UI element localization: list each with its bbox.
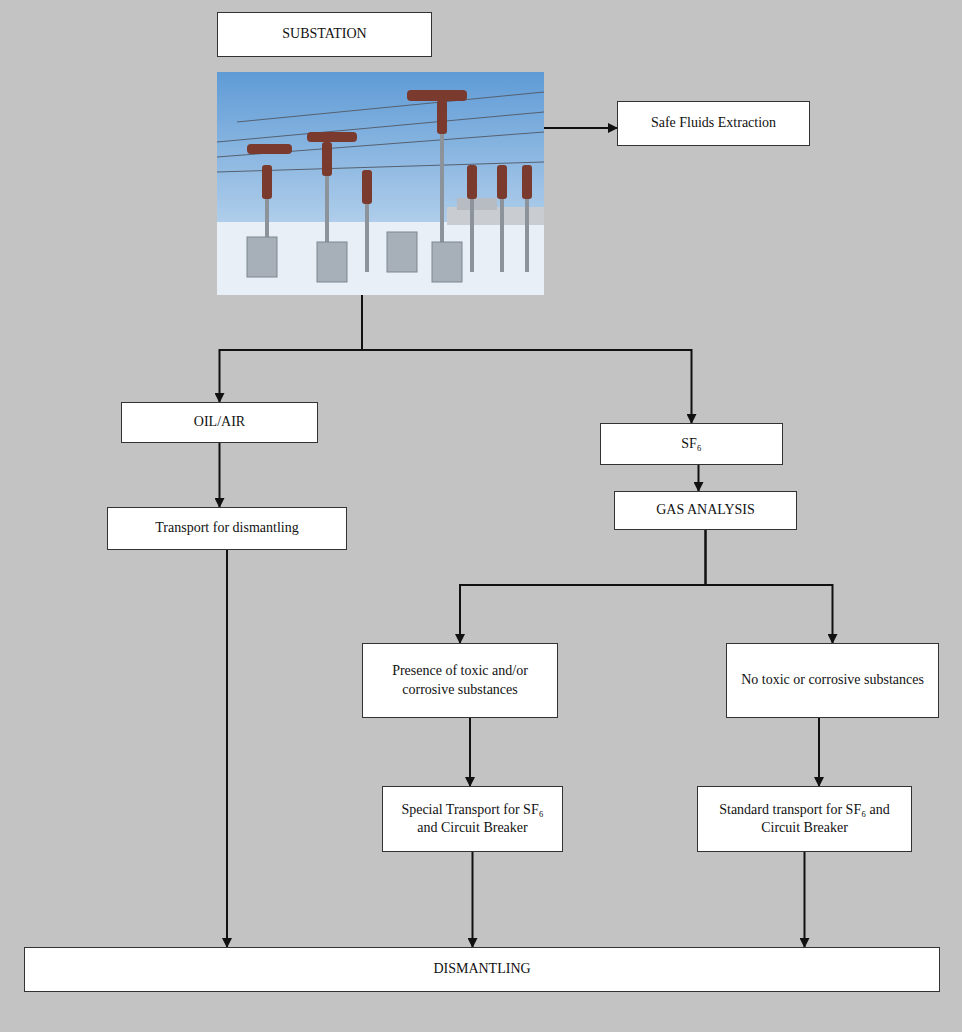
flow-arrow: [362, 295, 692, 423]
flow-arrow: [226, 550, 228, 947]
box-label: SF₆: [681, 435, 701, 453]
box-label: Safe Fluids Extraction: [651, 114, 776, 132]
box-label: Standard transport for SF₆ and Circuit B…: [706, 801, 903, 837]
flow-arrow: [460, 530, 706, 643]
process-box: Transport for dismantling: [107, 507, 347, 550]
flow-arrow: [698, 465, 700, 491]
box-label: OIL/AIR: [194, 413, 245, 431]
flow-arrow: [706, 530, 833, 643]
process-box: OIL/AIR: [121, 402, 318, 443]
heading-box: SUBSTATION: [282, 25, 366, 43]
substation-group: SUBSTATION: [217, 12, 544, 295]
flow-arrow: [220, 295, 363, 402]
box-label: Special Transport for SF₆ and Circuit Br…: [391, 801, 554, 837]
flow-arrow: [544, 127, 617, 129]
box-label: Transport for dismantling: [155, 519, 298, 537]
process-box: Standard transport for SF₆ and Circuit B…: [697, 786, 912, 852]
process-box: Presence of toxic and/or corrosive subst…: [362, 643, 558, 718]
process-box: DISMANTLING: [24, 947, 940, 992]
flow-arrow: [804, 852, 806, 947]
process-box: Special Transport for SF₆ and Circuit Br…: [382, 786, 563, 852]
box-label: GAS ANALYSIS: [656, 501, 755, 519]
process-box: No toxic or corrosive substances: [726, 643, 939, 718]
process-box: GAS ANALYSIS: [614, 491, 797, 530]
flow-arrow: [818, 718, 820, 786]
substation-photo: [217, 72, 544, 295]
box-label: DISMANTLING: [433, 960, 530, 978]
box-label: Presence of toxic and/or corrosive subst…: [371, 662, 549, 698]
flow-arrow: [472, 852, 474, 947]
flow-arrow: [469, 718, 471, 786]
box-label: No toxic or corrosive substances: [741, 671, 924, 689]
process-box: Safe Fluids Extraction: [617, 101, 810, 146]
flow-arrow: [219, 443, 221, 507]
heading-frame: SUBSTATION: [217, 12, 432, 57]
process-box: SF₆: [600, 423, 783, 465]
